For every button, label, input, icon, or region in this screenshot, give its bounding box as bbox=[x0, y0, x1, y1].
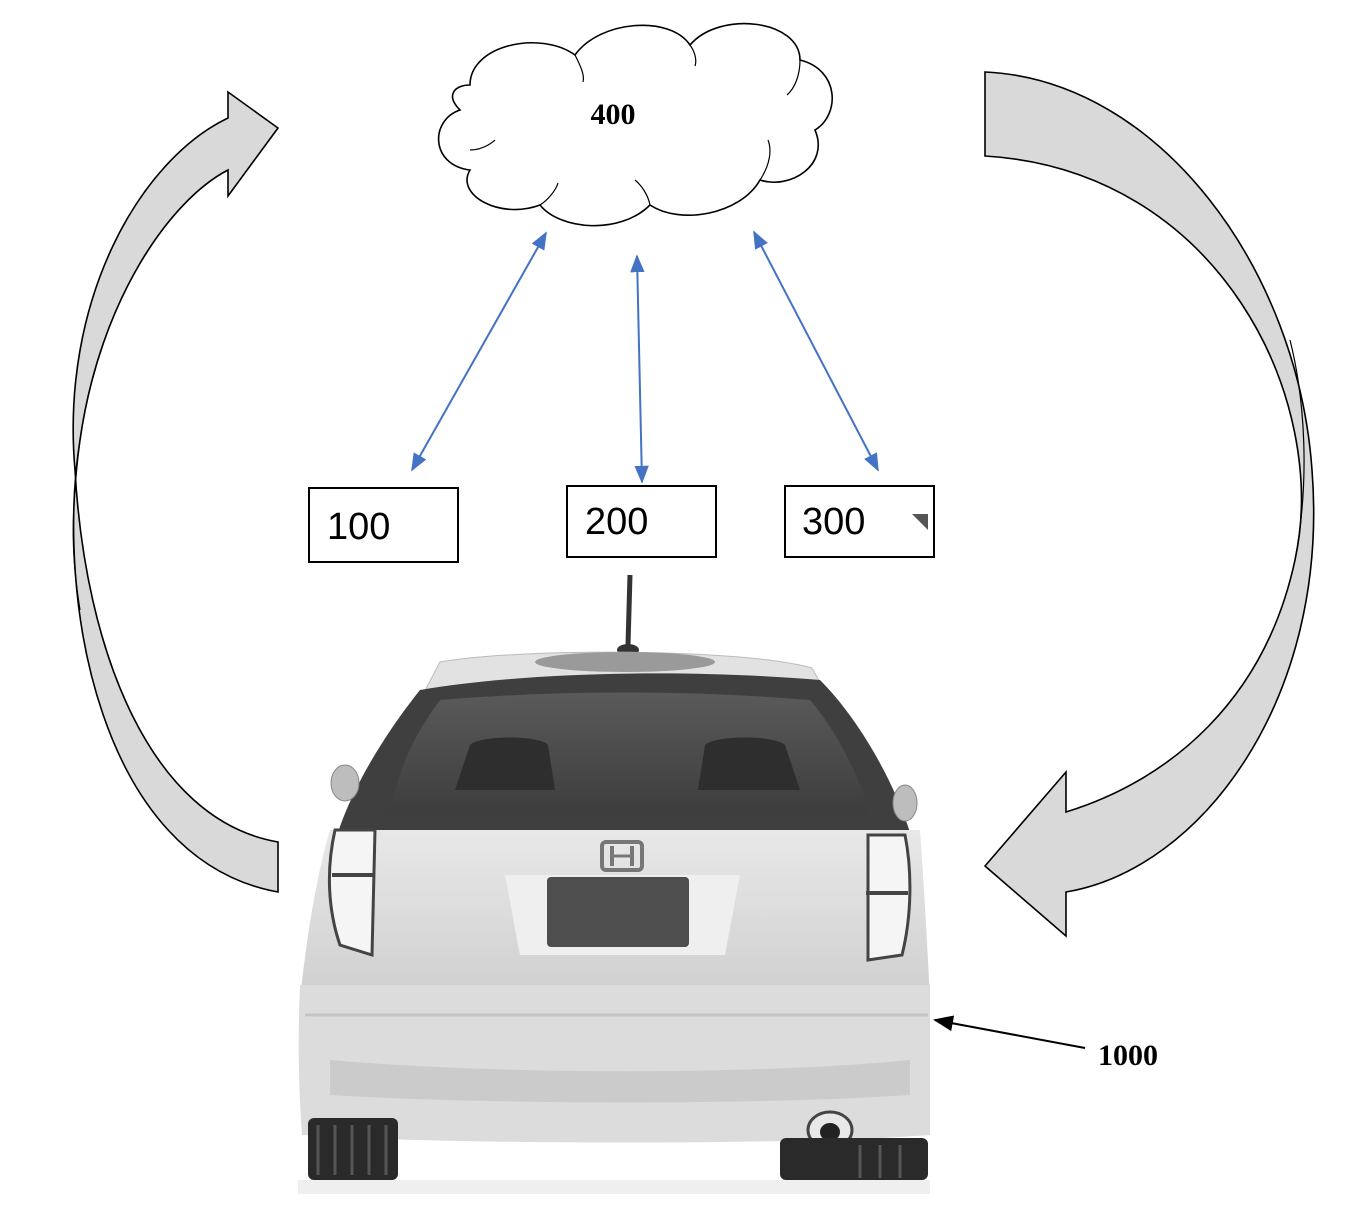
connectors bbox=[411, 230, 879, 484]
box-100-label: 100 bbox=[327, 506, 390, 548]
vehicle-pointer: 1000 bbox=[933, 1015, 1158, 1072]
left-curved-arrow bbox=[72, 90, 280, 893]
right-tire bbox=[780, 1138, 928, 1180]
box-300: 300 bbox=[784, 485, 935, 558]
right-curved-arrow bbox=[983, 71, 1315, 938]
cloud-label: 400 bbox=[591, 98, 636, 131]
box-200: 200 bbox=[566, 485, 717, 558]
antenna bbox=[625, 574, 633, 646]
box-200-label: 200 bbox=[585, 501, 648, 543]
connector-400-300 bbox=[753, 230, 879, 472]
car-rear-illustration bbox=[298, 574, 930, 1194]
emblem-icon bbox=[600, 840, 644, 872]
connector-400-100 bbox=[411, 231, 547, 472]
corner-mark-icon bbox=[912, 514, 928, 530]
vehicle-label: 1000 bbox=[1098, 1039, 1158, 1072]
box-100: 100 bbox=[308, 487, 459, 563]
cloud-400: 400 bbox=[437, 22, 833, 227]
connector-400-200 bbox=[630, 254, 649, 484]
box-300-label: 300 bbox=[802, 501, 865, 543]
license-plate bbox=[547, 877, 689, 947]
